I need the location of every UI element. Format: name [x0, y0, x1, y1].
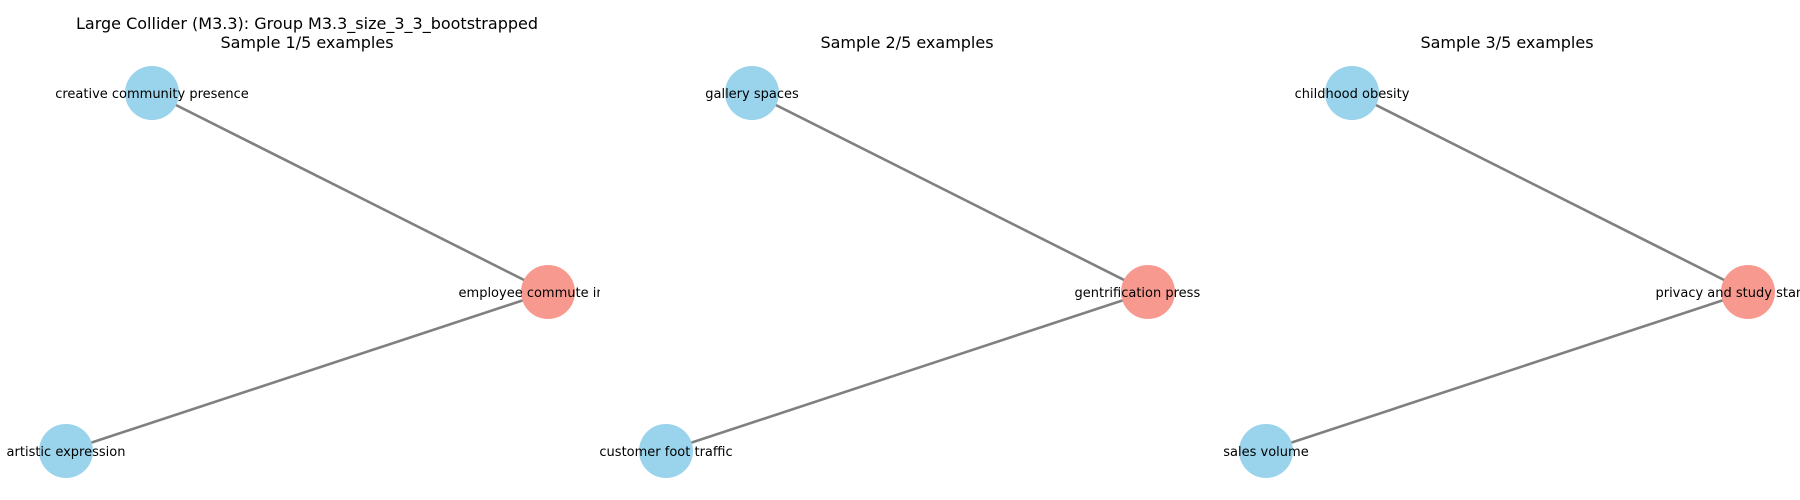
panel-2-node-top-label: gallery spaces	[705, 87, 799, 102]
panel-1-node-collider	[521, 265, 575, 319]
panel-2-edge-top-to-collider	[751, 91, 1149, 294]
panel-1-node-bottom	[39, 424, 93, 478]
panel-3-edge-bottom-to-collider	[1265, 290, 1749, 453]
panel-1-title: Sample 1/5 examples	[220, 33, 393, 52]
figure-suptitle: Large Collider (M3.3): Group M3.3_size_3…	[76, 14, 538, 34]
panel-3-node-top-label: childhood obesity	[1295, 87, 1410, 102]
panel-2-node-collider-label: gentrification pressure	[1074, 286, 1221, 301]
panel-3-title: Sample 3/5 examples	[1420, 33, 1593, 52]
panel-1-node-top-label: creative community presence	[55, 87, 249, 102]
panel-1-edge-top-to-collider	[151, 91, 549, 294]
panel-2-node-collider	[1121, 265, 1175, 319]
panel-1-node-collider-label: employee commute impact	[459, 286, 638, 301]
panel-2: Sample 2/5 examples gallery spaces custo…	[599, 33, 1221, 478]
panel-2-title: Sample 2/5 examples	[820, 33, 993, 52]
panel-3-node-bottom-label: sales volume	[1223, 445, 1308, 460]
panel-3-node-collider-label: privacy and study standards	[1655, 286, 1800, 301]
panel-3: Sample 3/5 examples childhood obesity sa…	[1223, 33, 1800, 478]
panel-1-node-top	[125, 66, 179, 120]
panel-2-node-bottom-label: customer foot traffic	[599, 445, 732, 460]
panel-2-edge-bottom-to-collider	[665, 290, 1149, 453]
panel-3-edge-top-to-collider	[1351, 91, 1749, 294]
panel-1-edge-bottom-to-collider	[65, 290, 549, 453]
panel-3-node-bottom	[1239, 424, 1293, 478]
panel-1: Sample 1/5 examples creative community p…	[7, 33, 638, 478]
panel-2-node-bottom	[639, 424, 693, 478]
panel-3-node-top	[1325, 66, 1379, 120]
panel-3-node-collider	[1721, 265, 1775, 319]
panel-1-node-bottom-label: artistic expression	[7, 445, 126, 460]
panel-2-node-top	[725, 66, 779, 120]
